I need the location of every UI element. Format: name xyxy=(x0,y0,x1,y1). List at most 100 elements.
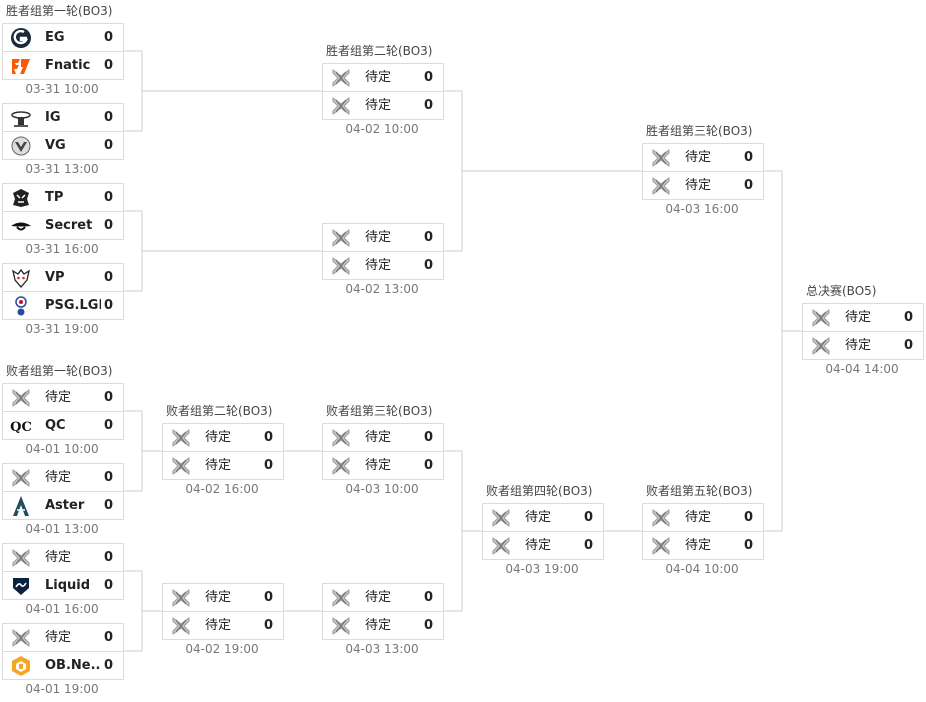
match-time: 04-04 14:00 xyxy=(825,362,899,376)
team-name: 待定 xyxy=(365,429,392,445)
tbd-icon xyxy=(809,335,833,357)
team-score: 0 xyxy=(903,338,913,353)
match-time: 03-31 13:00 xyxy=(25,162,99,176)
team-row[interactable]: 待定 0 xyxy=(3,464,123,491)
team-name: TP xyxy=(45,189,64,205)
team-row[interactable]: PSG.LGD0 xyxy=(3,291,123,319)
tbd-icon xyxy=(329,587,353,609)
match-time: 04-01 10:00 xyxy=(25,442,99,456)
aster-icon xyxy=(9,495,33,517)
team-name: EG xyxy=(45,29,65,45)
team-row[interactable]: 待定 0 xyxy=(803,331,923,359)
tbd-icon xyxy=(649,147,673,169)
tbd-icon xyxy=(649,507,673,529)
team-name: 待定 xyxy=(365,257,392,273)
team-score: 0 xyxy=(103,138,113,153)
team-name: 待定 xyxy=(365,617,392,633)
match-time: 04-02 19:00 xyxy=(185,642,259,656)
team-name: 待定 xyxy=(45,549,72,565)
tbd-icon xyxy=(329,67,353,89)
match-time: 03-31 10:00 xyxy=(25,82,99,96)
match-time: 04-02 13:00 xyxy=(345,282,419,296)
team-score: 0 xyxy=(103,630,113,645)
team-name: 待定 xyxy=(525,509,552,525)
team-score: 0 xyxy=(103,658,113,673)
team-score: 0 xyxy=(103,270,113,285)
team-name: 待定 xyxy=(205,617,232,633)
team-name: 待定 xyxy=(845,337,872,353)
match-time: 03-31 19:00 xyxy=(25,322,99,336)
team-name: 待定 xyxy=(685,177,712,193)
tbd-icon xyxy=(169,587,193,609)
secret-icon xyxy=(9,215,33,237)
tbd-icon xyxy=(329,455,353,477)
round-label-lower-3: 败者组第三轮(BO3) xyxy=(326,404,433,418)
match-time: 04-01 13:00 xyxy=(25,522,99,536)
team-score: 0 xyxy=(103,578,113,593)
team-row[interactable]: 待定 0 xyxy=(483,504,603,531)
svg-text:QC: QC xyxy=(10,420,32,435)
team-score: 0 xyxy=(103,218,113,233)
team-name: 待定 xyxy=(45,469,72,485)
team-score: 0 xyxy=(103,470,113,485)
team-name: Fnatic xyxy=(45,57,91,73)
tbd-icon xyxy=(9,387,33,409)
team-score: 0 xyxy=(583,510,593,525)
tbd-icon xyxy=(9,627,33,649)
round-label-lower-2: 败者组第二轮(BO3) xyxy=(166,404,273,418)
tbd-icon xyxy=(649,535,673,557)
team-row[interactable]: OB.Ne...0 xyxy=(3,651,123,679)
match-time: 04-04 10:00 xyxy=(665,562,739,576)
